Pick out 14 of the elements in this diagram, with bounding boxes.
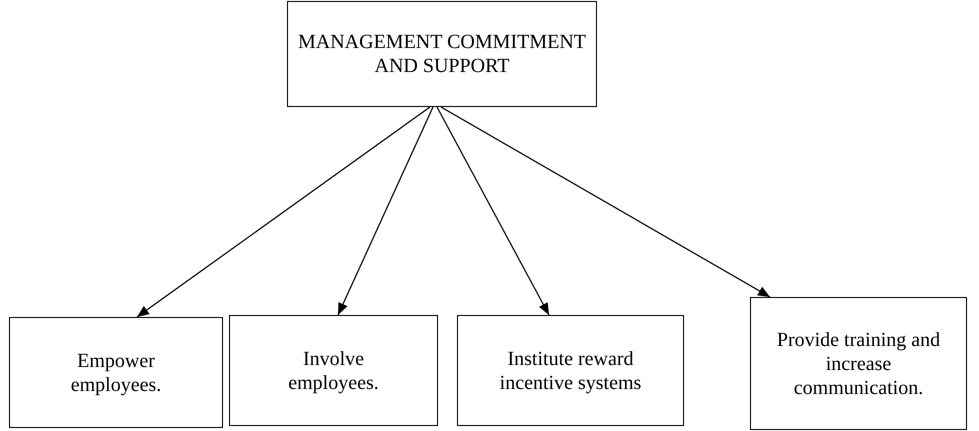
box-label: Institute reward incentive systems <box>498 346 642 394</box>
process-box <box>287 1 597 107</box>
box-label: MANAGEMENT COMMITMENT AND SUPPORT <box>297 30 587 78</box>
process-box <box>9 317 223 428</box>
arrow <box>440 106 770 298</box>
process-box <box>750 297 967 430</box>
arrow <box>436 106 550 316</box>
box-label: Involve employees. <box>287 346 380 394</box>
process-box <box>229 315 438 426</box>
process-box <box>457 315 684 426</box>
arrow <box>136 106 430 318</box>
arrow <box>337 106 434 316</box>
box-label: Provide training and increase communication. <box>776 328 941 400</box>
box-label: Empower employees. <box>70 348 162 396</box>
